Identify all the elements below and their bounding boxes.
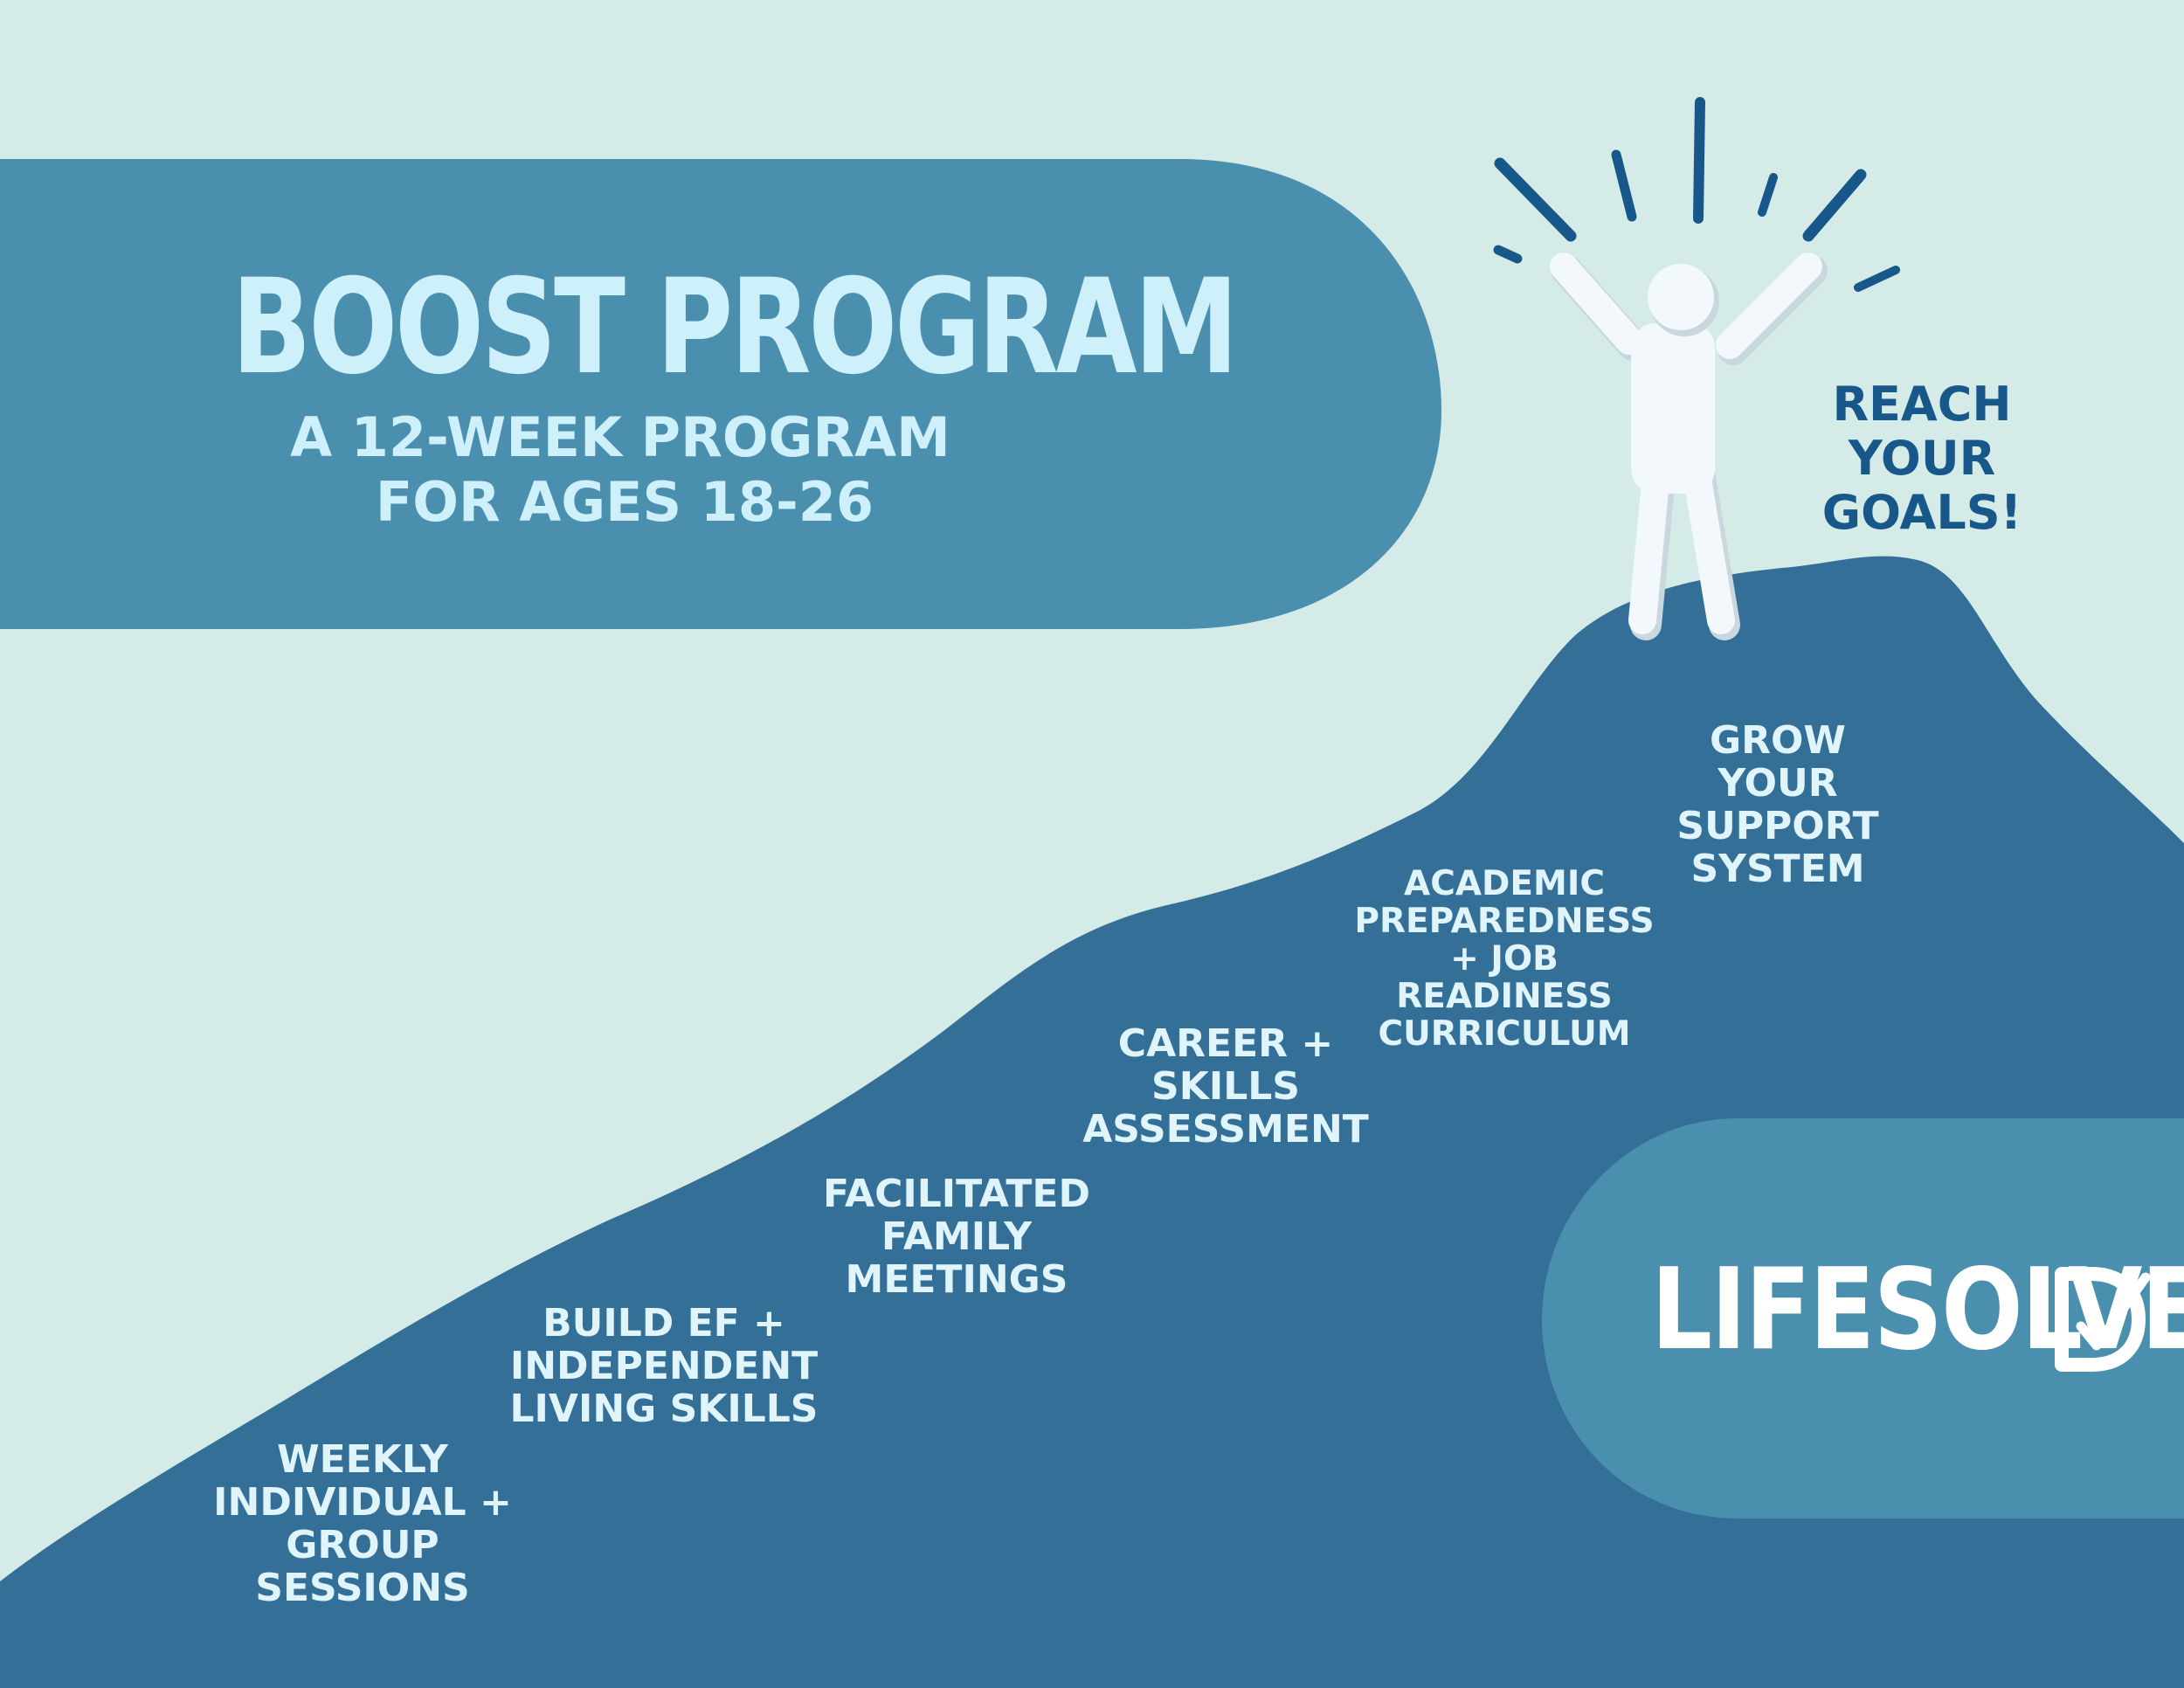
logo-banner: [1542, 1118, 2184, 1519]
step-line: LIVING SKILLS: [509, 1387, 819, 1431]
step-line: ACADEMIC: [1404, 864, 1605, 903]
step-line: INDEPENDENT: [509, 1344, 819, 1388]
step-line: SKILLS: [1151, 1064, 1300, 1109]
step-independent-living: BUILD EF + INDEPENDENT LIVING SKILLS: [489, 1302, 839, 1430]
step-line: MEETINGS: [845, 1257, 1068, 1302]
goal-callout: REACH YOUR GOALS!: [1782, 377, 2062, 540]
step-line: BUILD EF +: [543, 1301, 785, 1346]
goal-line: YOUR: [1848, 431, 1996, 486]
subtitle-line-2: FOR AGES 18-26: [375, 470, 874, 534]
step-family-meetings: FACILITATED FAMILY MEETINGS: [782, 1173, 1131, 1301]
step-line: INDIVIDUAL +: [213, 1480, 512, 1525]
step-line: FACILITATED: [823, 1172, 1090, 1216]
step-line: ASSESSMENT: [1082, 1107, 1369, 1152]
step-line: FAMILY: [881, 1214, 1033, 1259]
goal-line: REACH: [1832, 377, 2012, 432]
page-title: BOOST PROGRAM: [232, 252, 1239, 404]
step-line: CAREER +: [1117, 1021, 1334, 1066]
step-support-system: GROW YOUR SUPPORT SYSTEM: [1603, 719, 1952, 890]
step-line: SESSIONS: [255, 1566, 470, 1610]
step-line: + JOB: [1450, 939, 1559, 979]
step-line: SUPPORT: [1676, 804, 1879, 848]
step-line: GROW: [1710, 718, 1846, 763]
step-line: YOUR: [1717, 761, 1838, 806]
title-banner: [0, 159, 1441, 629]
step-line: GROUP: [286, 1523, 439, 1567]
subtitle-line-1: A 12-WEEK PROGRAM: [290, 405, 950, 469]
step-line: WEEKLY: [277, 1437, 448, 1482]
step-weekly-sessions: WEEKLY INDIVIDUAL + GROUP SESSIONS: [188, 1438, 537, 1609]
step-line: CURRICULUM: [1378, 1014, 1631, 1054]
step-academic-job-readiness: ACADEMIC PREPAREDNESS + JOB READINESS CU…: [1330, 865, 1679, 1053]
step-line: SYSTEM: [1690, 847, 1865, 891]
celebrating-person-icon: [1493, 97, 1900, 640]
step-line: READINESS: [1396, 977, 1613, 1016]
goal-line: GOALS!: [1821, 485, 2022, 540]
step-line: PREPAREDNESS: [1354, 902, 1655, 941]
step-career-assessment: CAREER + SKILLS ASSESSMENT: [1051, 1022, 1400, 1151]
person-figure: [1550, 253, 1828, 640]
burst-lines-icon: [1493, 97, 1900, 292]
check-icon: [2055, 1267, 2151, 1372]
